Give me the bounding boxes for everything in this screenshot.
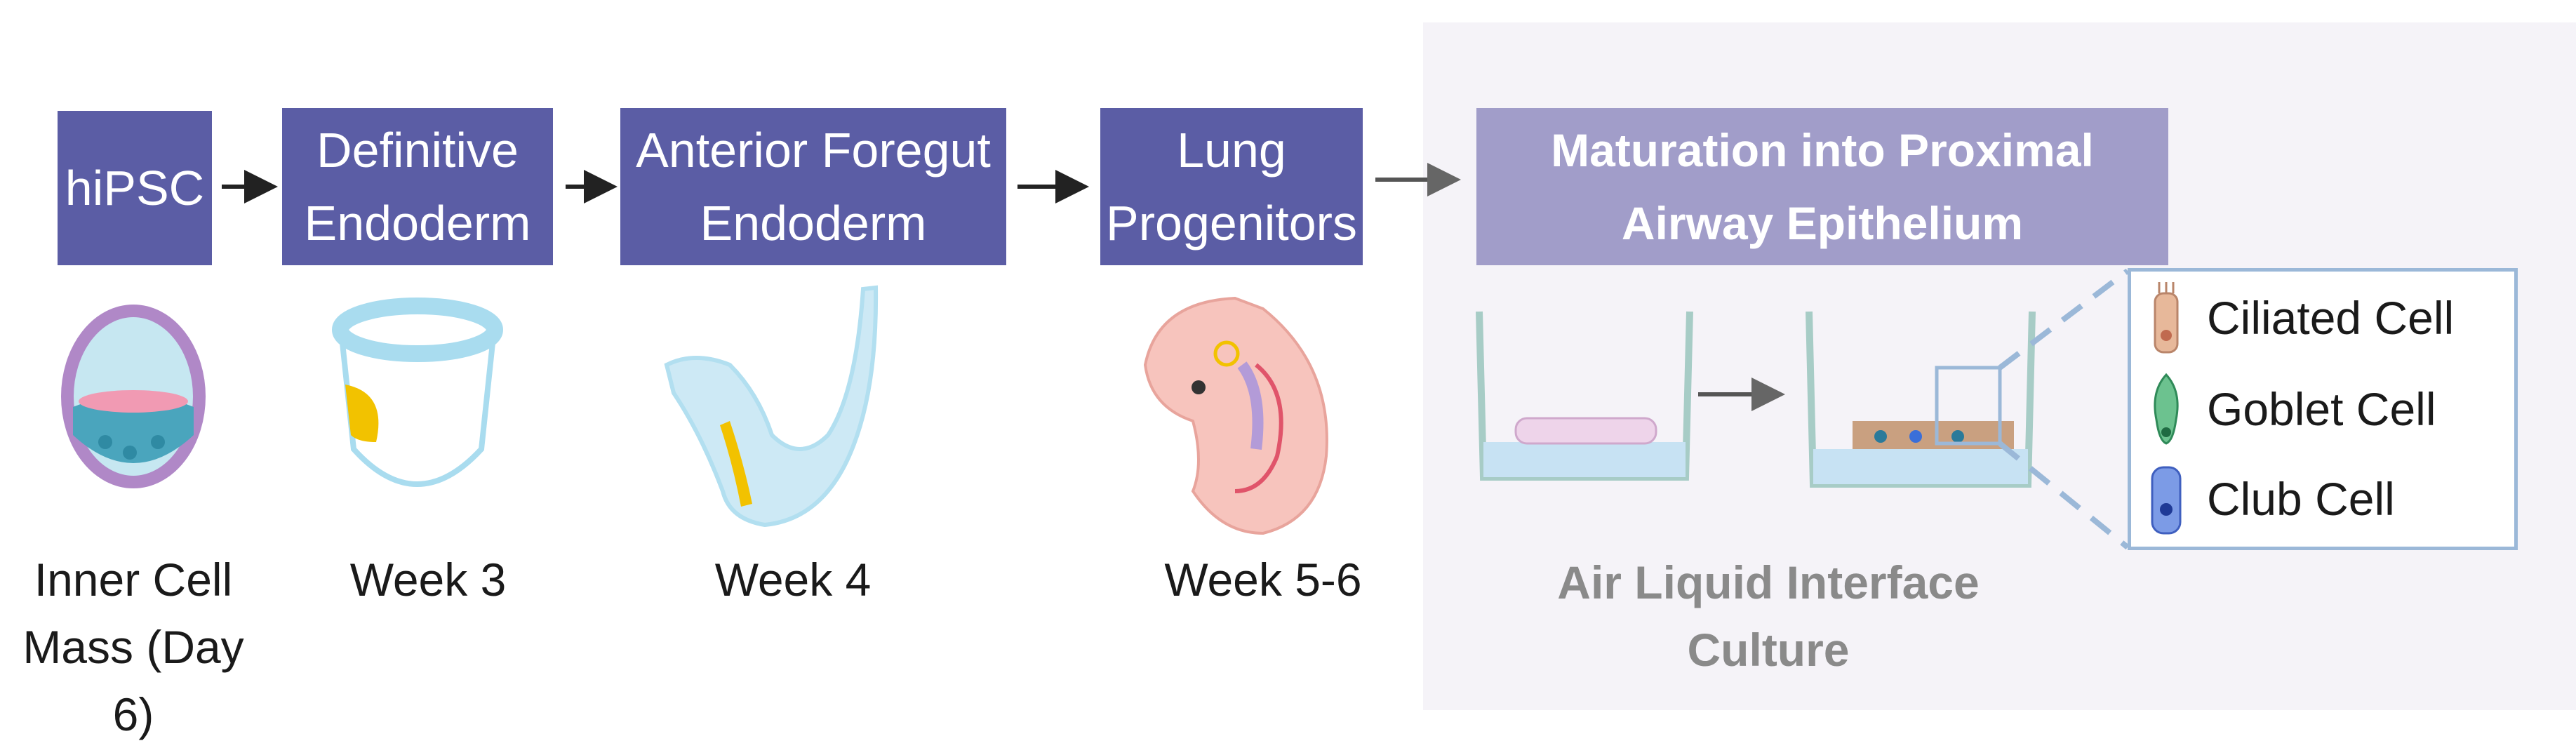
timepoint-label-week5-6: Week 5-6 [1164,554,1362,606]
stage-box-hipsc: hiPSC [58,111,212,265]
legend-label-ciliated: Ciliated Cell [2207,292,2455,344]
zoom-line [1998,441,2130,550]
legend-item-ciliated: Ciliated Cell [2145,276,2510,360]
club-cell-icon [2151,466,2182,535]
legend-label-club: Club Cell [2207,473,2395,525]
transwell-icon [1476,311,1693,481]
timepoint-label-week4: Week 4 [714,554,872,606]
stage-label-hipsc: hiPSC [65,161,205,215]
foregut-tube-icon [664,285,879,528]
timepoint-label-week3: Week 3 [349,554,507,606]
ali-culture-label: Air Liquid Interface Culture [1557,556,1980,676]
stage-box-maturation: Maturation into Proximal Airway Epitheli… [1476,108,2168,265]
goblet-cell-icon [2154,373,2179,445]
legend-label-goblet: Goblet Cell [2207,383,2436,435]
illustration-layer [61,163,2130,550]
stage-label-anterior-foregut: Anterior Foregut Endoderm [636,123,991,251]
stage-label-definitive-endoderm: Definitive Endoderm [304,123,531,251]
stage-box-definitive-endoderm: Definitive Endoderm [282,108,553,265]
legend-item-goblet: Goblet Cell [2145,367,2510,451]
timepoint-label-inner-cell-mass: Inner Cell Mass (Day 6) [22,554,244,740]
figure-canvas: hiPSC Definitive Endoderm Anterior Foreg… [22,22,2576,740]
stage-label-lung-progenitors: Lung Progenitors [1106,123,1357,251]
cell-type-legend: Ciliated Cell Goblet Cell Club Cell [2128,268,2518,550]
blastocyst-icon [61,305,206,488]
maturation-label: Maturation into Proximal Airway Epitheli… [1551,124,2094,249]
stage-box-anterior-foregut: Anterior Foregut Endoderm [620,108,1006,265]
ciliated-cell-icon [2154,282,2179,354]
transwell-icon [1806,311,2036,488]
stage-box-lung-progenitors: Lung Progenitors [1100,108,1363,265]
legend-item-club: Club Cell [2145,457,2510,541]
endoderm-cup-icon [332,298,503,487]
embryo-icon [1143,296,1328,535]
zoom-line [1998,268,2130,370]
